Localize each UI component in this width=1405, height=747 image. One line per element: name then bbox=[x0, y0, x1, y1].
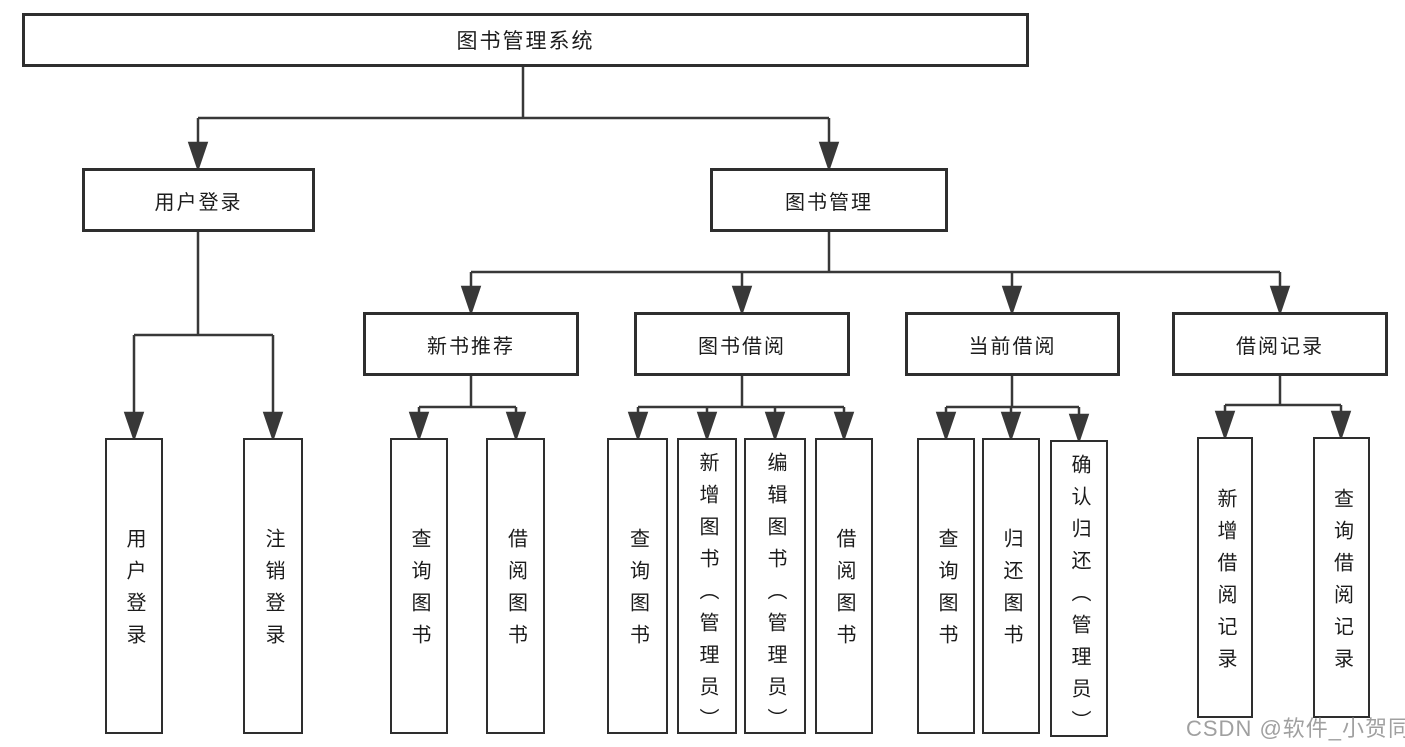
leaf-cb-return-books: 归还图书 bbox=[982, 438, 1040, 734]
connector-root bbox=[187, 67, 840, 172]
node-current-borrow: 当前借阅 bbox=[905, 312, 1120, 376]
connector-new-book-recommend bbox=[408, 376, 527, 442]
leaf-logout: 注销登录 bbox=[243, 438, 303, 734]
leaf-bb-edit-books-admin: 编辑图书（管理员） bbox=[744, 438, 806, 740]
leaf-bb-query-books: 查询图书 bbox=[607, 438, 668, 734]
leaf-br-query-record: 查询借阅记录 bbox=[1313, 437, 1370, 718]
connector-current-borrow bbox=[935, 376, 1090, 444]
node-book-borrow: 图书借阅 bbox=[634, 312, 850, 376]
connector-book-borrow bbox=[627, 376, 855, 442]
leaf-br-add-record: 新增借阅记录 bbox=[1197, 437, 1253, 718]
leaf-nb-query-books: 查询图书 bbox=[390, 438, 448, 734]
leaf-user-login: 用户登录 bbox=[105, 438, 163, 734]
leaf-bb-borrow-books: 借阅图书 bbox=[815, 438, 873, 734]
connector-borrow-records bbox=[1214, 376, 1352, 441]
leaf-nb-borrow-books: 借阅图书 bbox=[486, 438, 545, 734]
node-user-login: 用户登录 bbox=[82, 168, 315, 232]
connector-book-management bbox=[460, 232, 1291, 316]
connector-user-login bbox=[123, 232, 284, 442]
node-book-management: 图书管理 bbox=[710, 168, 948, 232]
node-borrow-records: 借阅记录 bbox=[1172, 312, 1388, 376]
node-library-system: 图书管理系统 bbox=[22, 13, 1029, 67]
leaf-cb-query-books: 查询图书 bbox=[917, 438, 975, 734]
leaf-bb-add-books-admin: 新增图书（管理员） bbox=[677, 438, 737, 740]
leaf-cb-confirm-return-admin: 确认归还（管理员） bbox=[1050, 440, 1108, 742]
node-new-book-recommend: 新书推荐 bbox=[363, 312, 579, 376]
watermark: CSDN @软件_小贺同学 bbox=[1186, 716, 1405, 741]
